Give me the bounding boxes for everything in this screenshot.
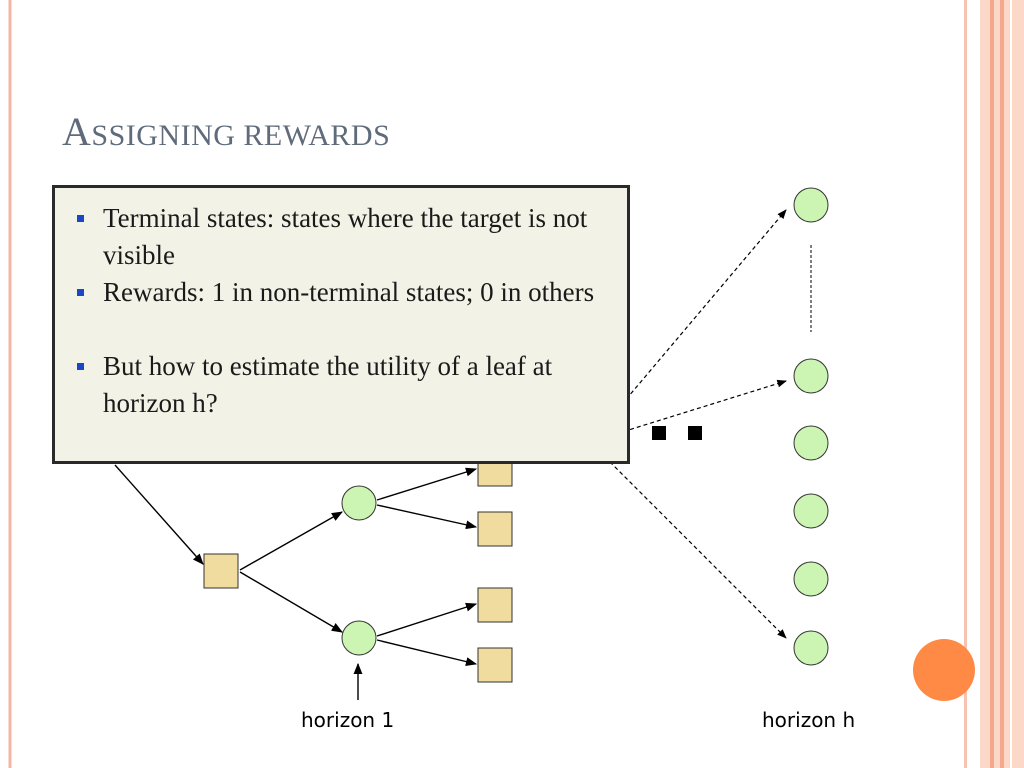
edge bbox=[114, 464, 204, 565]
bullet-item: Rewards: 1 in non-terminal states; 0 in … bbox=[77, 274, 613, 311]
slide-title: Assigning rewards bbox=[62, 109, 391, 154]
edge bbox=[239, 571, 343, 633]
bullet-marker bbox=[77, 363, 84, 370]
accent-circle bbox=[913, 639, 975, 701]
bullet-list: Terminal states: states where the target… bbox=[77, 200, 613, 422]
bullet-text: Rewards: 1 in non-terminal states; 0 in … bbox=[103, 277, 595, 307]
right-border-stripes bbox=[964, 0, 1024, 768]
state-node bbox=[793, 425, 829, 461]
bullet-marker bbox=[77, 289, 84, 296]
state-node bbox=[793, 561, 829, 597]
edge bbox=[376, 639, 478, 666]
edge bbox=[239, 511, 343, 571]
horizon-h-label: horizon h bbox=[762, 708, 856, 732]
edge bbox=[376, 602, 478, 637]
state-node bbox=[793, 630, 829, 666]
bullet-textbox: Terminal states: states where the target… bbox=[52, 185, 630, 464]
bullet-item: Terminal states: states where the target… bbox=[77, 200, 613, 274]
state-node bbox=[793, 187, 829, 223]
bullet-item: But how to estimate the utility of a lea… bbox=[77, 348, 613, 422]
bullet-text: But how to estimate the utility of a lea… bbox=[103, 351, 553, 418]
state-node bbox=[341, 485, 377, 521]
state-node bbox=[793, 493, 829, 529]
action-node bbox=[203, 553, 239, 589]
bullet-spacer bbox=[77, 311, 613, 348]
ellipsis-square bbox=[652, 426, 666, 440]
bullet-text: Terminal states: states where the target… bbox=[103, 203, 588, 270]
horizon-1-label: horizon 1 bbox=[301, 708, 395, 732]
action-node bbox=[477, 587, 513, 623]
bullet-marker bbox=[77, 215, 84, 222]
ellipsis-square bbox=[688, 426, 702, 440]
left-border bbox=[8, 0, 12, 768]
edge bbox=[376, 467, 478, 501]
action-node bbox=[477, 647, 513, 683]
action-node bbox=[477, 511, 513, 547]
state-node bbox=[793, 358, 829, 394]
dashed-edge bbox=[589, 441, 787, 639]
edge bbox=[376, 504, 478, 530]
state-node bbox=[341, 620, 377, 656]
dashed-edge bbox=[589, 379, 787, 443]
